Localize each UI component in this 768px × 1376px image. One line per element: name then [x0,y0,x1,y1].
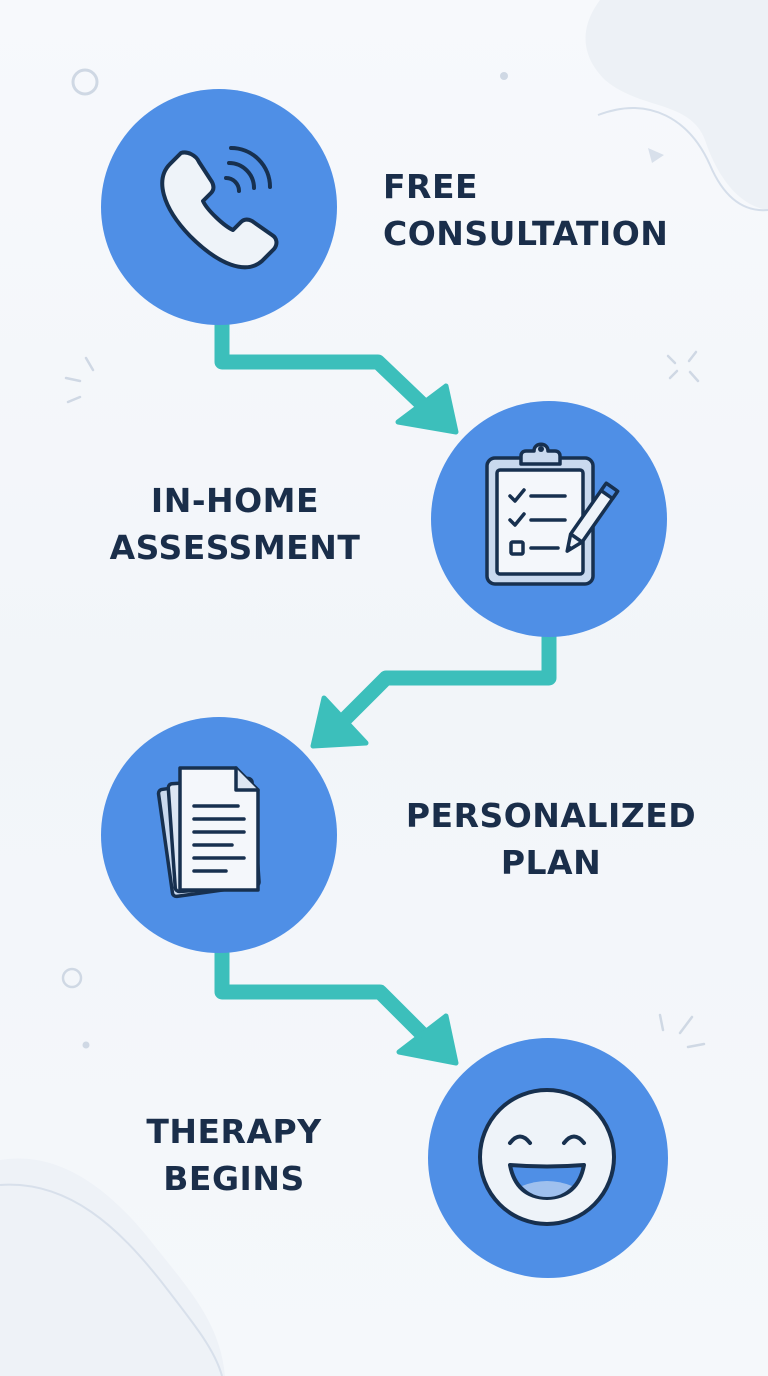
smiley-face-icon [478,1088,616,1226]
arrow-step1-to-step2 [214,322,459,435]
step-3-label-line1: PERSONALIZED [405,796,697,835]
phone-icon [160,146,279,270]
connector-arrows [214,322,557,1066]
decor-ring [61,967,83,989]
step-4-label-line2: BEGINS [163,1159,305,1198]
documents-icon [156,766,261,899]
step-2-node [431,401,667,637]
step-4-node [428,1038,668,1278]
background-blob-bottom-left [0,1158,225,1376]
step-2-label: IN-HOME ASSESSMENT [100,477,370,571]
decor-sparkle-right [666,350,700,383]
step-1-label-line1: FREE [383,167,479,206]
clipboard-checklist-icon [485,442,620,586]
step-3-label: PERSONALIZED PLAN [395,792,707,886]
step-1-label-line2: CONSULTATION [383,214,669,253]
step-1-label: FREE CONSULTATION [383,163,668,257]
background-curve-bottom-left [0,1183,223,1376]
step-4-label-line1: THERAPY [146,1112,322,1151]
step-1-node [101,89,337,325]
step-4-label: THERAPY BEGINS [128,1108,340,1202]
arrow-step2-to-step3 [310,634,557,749]
step-2-label-line1: IN-HOME [150,481,320,520]
decor-triangle [648,148,664,163]
step-2-label-line2: ASSESSMENT [109,528,361,567]
arrow-step3-to-step4 [214,952,459,1066]
step-3-node [101,717,337,953]
decor-dot [500,72,508,80]
step-3-label-line2: PLAN [500,843,602,882]
background-curve-top-right [597,107,768,212]
background-blob-top-right [585,0,768,210]
decor-ring [71,68,99,96]
decor-sparkle-right-bottom [658,1013,706,1049]
decor-dot [82,1041,90,1049]
step-1-circle [101,89,337,325]
decor-sparkle-left [64,356,95,404]
